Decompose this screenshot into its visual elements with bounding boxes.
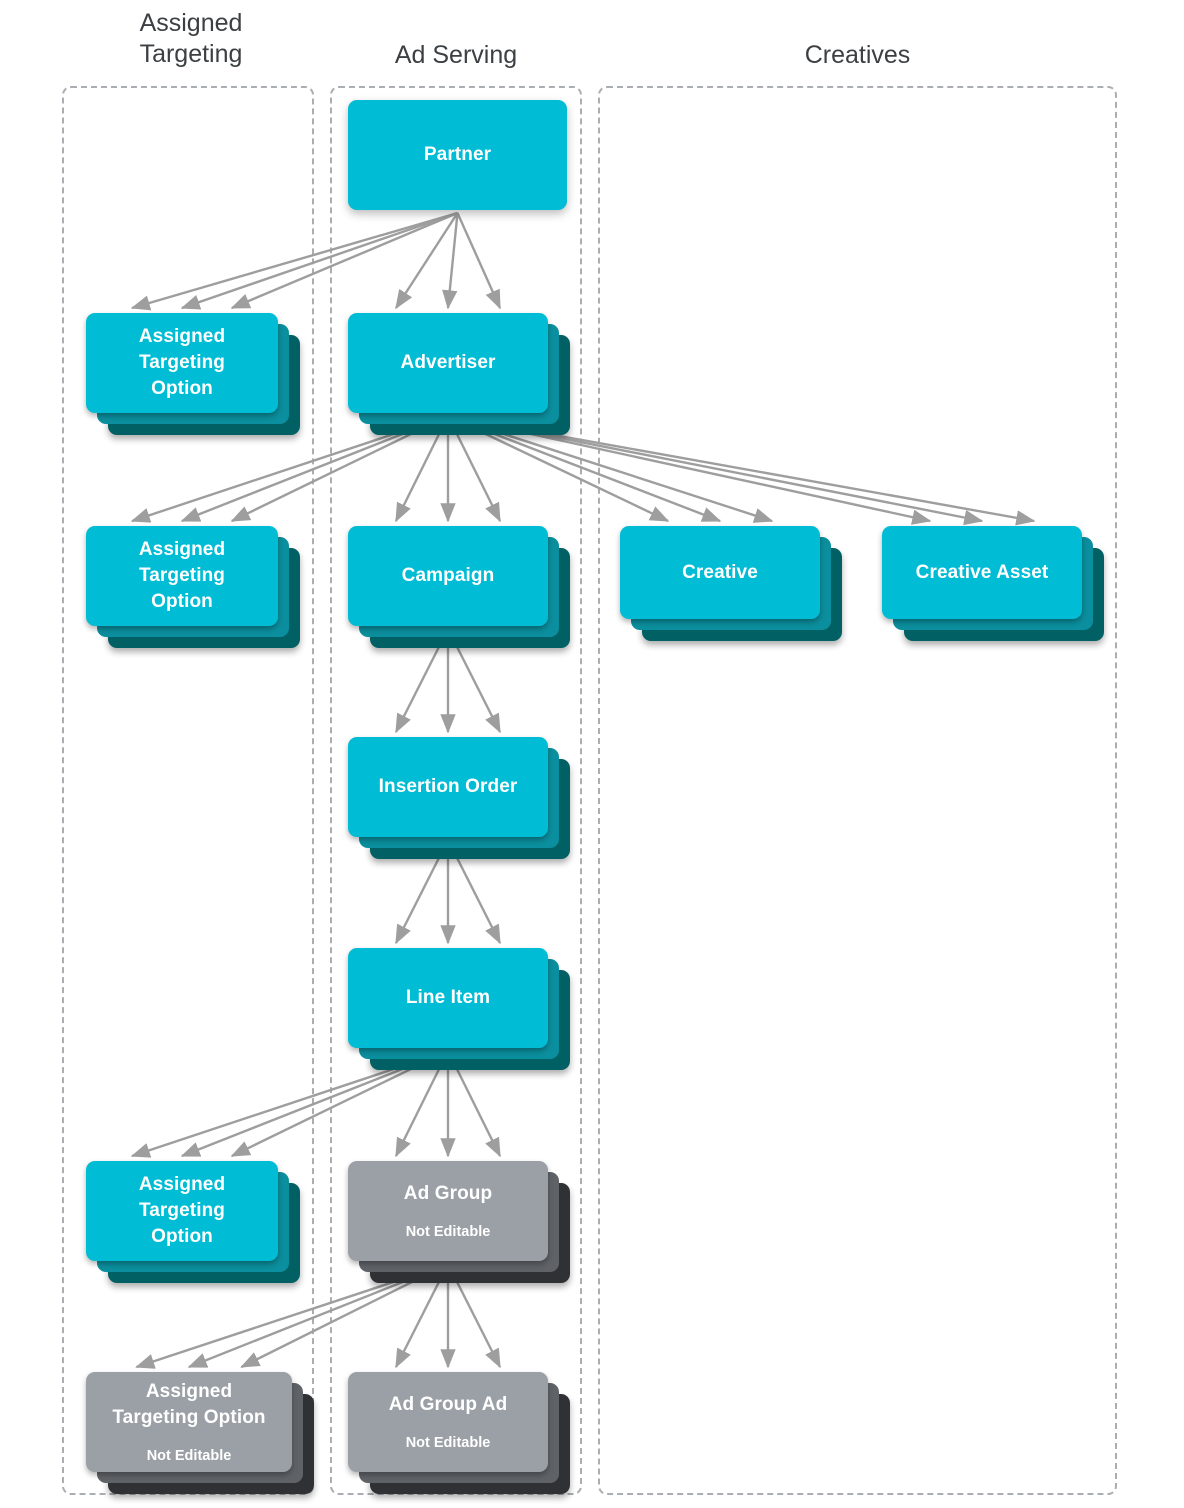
node-title-creative-asset: Creative Asset	[915, 561, 1049, 583]
node-title-insertion-order: Insertion Order	[378, 776, 518, 797]
group-box-creatives	[598, 86, 1117, 1495]
node-card-ato-partner[interactable]: Assigned Targeting Option	[86, 313, 278, 413]
node-ato-line-item[interactable]: Assigned Targeting Option	[86, 1161, 300, 1283]
node-line-item[interactable]: Line Item	[348, 948, 570, 1070]
node-card-creative-asset[interactable]: Creative Asset	[882, 526, 1082, 619]
node-card-ato-line-item[interactable]: Assigned Targeting Option	[86, 1161, 278, 1261]
column-label-creatives: Creatives	[804, 41, 911, 69]
node-advertiser[interactable]: Advertiser	[348, 313, 570, 435]
node-title-partner: Partner	[423, 144, 492, 165]
node-badge-not-editable-ad-group-ad: Not Editable	[405, 1435, 491, 1451]
node-insertion-order[interactable]: Insertion Order	[348, 737, 570, 859]
node-ad-group-ad[interactable]: Ad Group Ad Not Editable	[348, 1372, 570, 1494]
node-card-partner[interactable]: Partner	[348, 100, 567, 210]
node-card-creative[interactable]: Creative	[620, 526, 820, 619]
group-box-ad-serving	[330, 86, 582, 1495]
node-ato-partner[interactable]: Assigned Targeting Option	[86, 313, 300, 435]
node-card-line-item[interactable]: Line Item	[348, 948, 548, 1048]
node-card-ad-group-ad[interactable]: Ad Group Ad Not Editable	[348, 1372, 548, 1472]
node-title-ad-group-ad: Ad Group Ad	[388, 1394, 508, 1415]
node-card-campaign[interactable]: Campaign	[348, 526, 548, 626]
node-ato-advertiser[interactable]: Assigned Targeting Option	[86, 526, 300, 648]
node-badge-not-editable-ad-group: Not Editable	[405, 1224, 491, 1240]
node-card-insertion-order[interactable]: Insertion Order	[348, 737, 548, 837]
node-title-advertiser: Advertiser	[400, 352, 496, 373]
column-label-assigned-targeting: Assigned Targeting	[139, 9, 243, 68]
node-creative-asset[interactable]: Creative Asset	[882, 526, 1104, 641]
column-label-ad-serving: Ad Serving	[394, 41, 518, 69]
node-title-campaign: Campaign	[401, 565, 495, 586]
node-campaign[interactable]: Campaign	[348, 526, 570, 648]
node-title-ato-ad-group: Assigned Targeting Option	[112, 1381, 266, 1428]
node-title-line-item: Line Item	[405, 987, 491, 1008]
node-partner[interactable]: Partner	[348, 100, 567, 210]
group-box-assigned-targeting	[62, 86, 314, 1495]
node-badge-not-editable-ato-ad-group: Not Editable	[146, 1448, 232, 1464]
node-title-creative: Creative	[682, 561, 758, 583]
node-card-ato-advertiser[interactable]: Assigned Targeting Option	[86, 526, 278, 626]
node-title-ato-advertiser: Assigned Targeting Option	[138, 539, 226, 612]
node-creative[interactable]: Creative	[620, 526, 842, 641]
node-card-advertiser[interactable]: Advertiser	[348, 313, 548, 413]
node-title-ato-partner: Assigned Targeting Option	[138, 326, 226, 399]
node-title-ad-group: Ad Group	[403, 1183, 493, 1204]
node-title-ato-line-item: Assigned Targeting Option	[138, 1174, 226, 1247]
